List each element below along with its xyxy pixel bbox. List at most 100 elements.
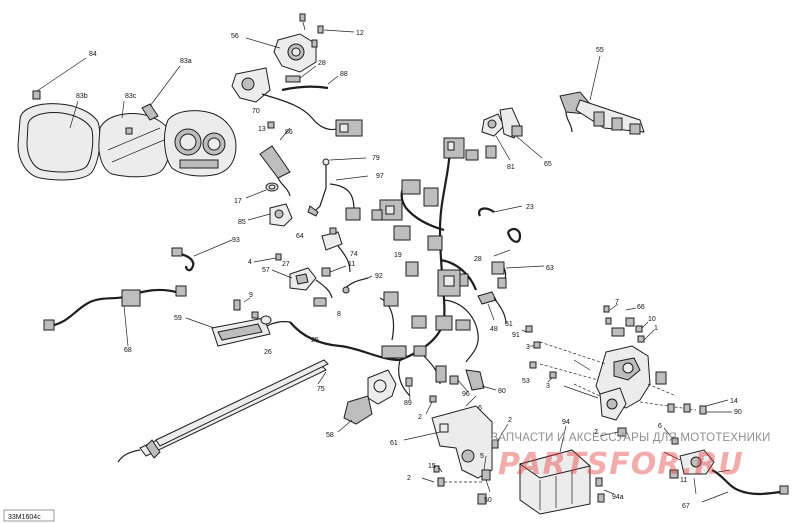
sensor-57 bbox=[271, 267, 333, 299]
item-2-right bbox=[491, 423, 509, 449]
switch-housing-56 bbox=[245, 33, 317, 73]
motor-58 bbox=[337, 369, 397, 433]
callout: 85 bbox=[238, 219, 246, 226]
bracket-assembly bbox=[539, 317, 697, 421]
figure-code-box bbox=[3, 509, 55, 522]
screws-7-66-10-1 bbox=[603, 303, 655, 343]
callout: 15 bbox=[428, 463, 436, 470]
sensor-81 bbox=[481, 113, 511, 161]
callout: 90 bbox=[734, 409, 742, 416]
callout: 83b bbox=[76, 93, 88, 100]
callout: 2 bbox=[594, 429, 598, 436]
callout: 81 bbox=[507, 164, 515, 171]
callout: 2 bbox=[418, 414, 422, 421]
items-91-3-53 bbox=[521, 325, 557, 383]
gauge-cluster bbox=[164, 110, 237, 177]
callout: 91 bbox=[512, 332, 520, 339]
callout: 59 bbox=[174, 315, 182, 322]
callout: 27 bbox=[282, 261, 290, 268]
clip-48-51 bbox=[477, 291, 507, 325]
items-5-3-bottom-right bbox=[599, 427, 679, 445]
module-59 bbox=[185, 317, 271, 347]
callout: 19 bbox=[394, 252, 402, 259]
callout: 12 bbox=[356, 30, 364, 37]
callout: 11 bbox=[348, 261, 355, 268]
screws-12 bbox=[311, 25, 355, 48]
sensor-65 bbox=[499, 107, 543, 159]
callout: 6 bbox=[478, 405, 482, 412]
sensor-64 bbox=[321, 227, 351, 273]
callout: 64 bbox=[296, 233, 304, 240]
callout: 66 bbox=[637, 304, 645, 311]
screw-13 bbox=[267, 121, 275, 129]
bracket-61 bbox=[403, 395, 493, 479]
switch-85 bbox=[247, 203, 293, 227]
callout: 28 bbox=[318, 60, 326, 67]
callout: 75 bbox=[317, 386, 325, 393]
callout: 48 bbox=[490, 326, 498, 333]
hose-88 bbox=[281, 75, 339, 92]
callout: 74 bbox=[350, 251, 358, 258]
connector-27 bbox=[313, 297, 327, 307]
control-module-94 bbox=[518, 425, 615, 515]
cable-93 bbox=[171, 239, 233, 272]
callout: 56 bbox=[231, 33, 239, 40]
main-wiring-harness bbox=[255, 137, 497, 397]
watermark-caption: ЗАПЧАСТИ И АКСЕССУАРЫ ДЛЯ МОТОТЕХНИКИ bbox=[491, 432, 771, 444]
callout: 28 bbox=[474, 256, 482, 263]
callout: 26 bbox=[264, 349, 272, 356]
callout: 97 bbox=[376, 173, 384, 180]
callout: 50 bbox=[484, 497, 492, 504]
screw-84 bbox=[32, 57, 87, 100]
callout: 70 bbox=[252, 108, 260, 115]
callout-labels: 84 83b 83c 83a 56 12 28 88 70 13 86 79 9… bbox=[76, 30, 742, 510]
callout: 5 bbox=[480, 453, 484, 460]
ring-17 bbox=[245, 182, 279, 199]
figure-code: 33M1604c bbox=[8, 514, 41, 521]
callout: 94 bbox=[562, 419, 570, 426]
callout: 17 bbox=[234, 198, 242, 205]
callout: 93 bbox=[232, 237, 240, 244]
callout: 79 bbox=[372, 155, 380, 162]
callout: 86 bbox=[285, 129, 293, 136]
callout: 8 bbox=[337, 311, 341, 318]
gauge-lens-83c bbox=[98, 113, 171, 178]
watermark-brand: PARTSFOR.RU bbox=[498, 447, 744, 482]
callout: 55 bbox=[596, 47, 604, 54]
bolt-11 bbox=[321, 265, 347, 277]
callout: 96 bbox=[462, 391, 470, 398]
callout: 1 bbox=[654, 325, 658, 332]
items-96-80 bbox=[449, 369, 497, 393]
callout: 4 bbox=[248, 259, 252, 266]
callout: 89 bbox=[404, 400, 412, 407]
callout: 2 bbox=[508, 417, 512, 424]
callout: 67 bbox=[682, 503, 690, 510]
callout: 25 bbox=[311, 337, 319, 344]
callout: 63 bbox=[546, 265, 554, 272]
long-tube bbox=[117, 359, 329, 463]
callout: 2 bbox=[407, 475, 411, 482]
callout: 58 bbox=[326, 432, 334, 439]
callout: 80 bbox=[498, 388, 506, 395]
callout: 3 bbox=[526, 344, 530, 351]
callout: 13 bbox=[258, 126, 266, 133]
wire-28-63 bbox=[491, 227, 545, 289]
rail-55 bbox=[559, 55, 645, 135]
items-89-2 bbox=[405, 377, 437, 415]
items-15-2-5-50 bbox=[421, 455, 491, 505]
sensor-79-97 bbox=[307, 157, 369, 221]
switch-assembly-70 bbox=[231, 67, 363, 137]
callout: 61 bbox=[390, 440, 398, 447]
items-9-26 bbox=[233, 297, 272, 325]
callout: 3 bbox=[546, 383, 550, 390]
items-14-90 bbox=[667, 399, 732, 415]
callout: 23 bbox=[526, 204, 534, 211]
cable-86 bbox=[259, 127, 291, 197]
callout: 7 bbox=[615, 299, 619, 306]
callout: 83a bbox=[180, 58, 192, 65]
cable-67 bbox=[663, 449, 789, 503]
callout: 94a bbox=[612, 494, 624, 501]
screw-83a bbox=[141, 65, 181, 121]
wire-23 bbox=[478, 205, 523, 217]
